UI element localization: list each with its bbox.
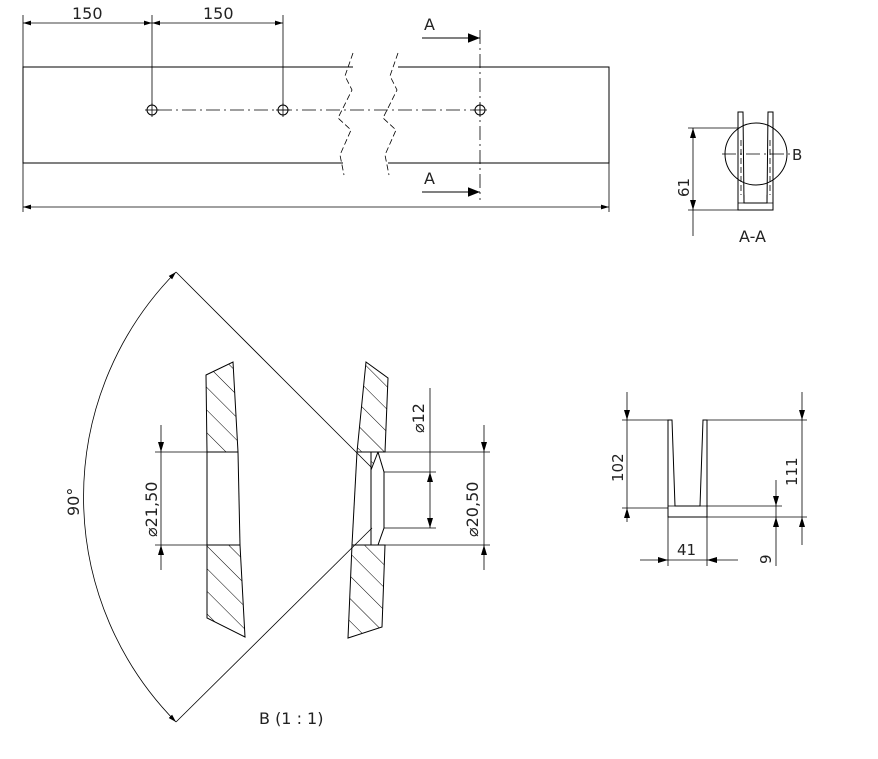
angle-arc bbox=[83, 271, 177, 723]
detail-right-lower bbox=[347, 544, 386, 639]
beam-outline-left bbox=[22, 66, 353, 164]
dim-text-small-dia: ⌀12 bbox=[409, 403, 428, 433]
detail-left-lower bbox=[206, 544, 246, 638]
detail-caption: B (1 : 1) bbox=[259, 709, 323, 728]
dim-text-first: 150 bbox=[72, 4, 103, 23]
detail-left-upper bbox=[205, 361, 239, 453]
dim-text-111: 111 bbox=[783, 457, 801, 486]
break-line-right bbox=[382, 52, 399, 176]
section-view: B 61 A-A bbox=[675, 111, 802, 246]
dim-text-left-dia: ⌀21,50 bbox=[142, 482, 161, 537]
dim-text-second: 150 bbox=[203, 4, 234, 23]
section-profile bbox=[737, 111, 774, 211]
dim-text-9: 9 bbox=[757, 554, 775, 564]
section-marker-top: A bbox=[424, 15, 435, 34]
beam-outline-right bbox=[388, 66, 610, 164]
detail-marker-b: B bbox=[792, 146, 802, 164]
hole-1 bbox=[145, 103, 159, 117]
dim-text-right-dia: ⌀20,50 bbox=[463, 482, 482, 537]
detail-view: 90° ⌀21,50 ⌀12 ⌀20,50 B (1 : 1) bbox=[64, 271, 490, 728]
profile-outline bbox=[667, 419, 708, 518]
section-caption: A-A bbox=[739, 227, 766, 246]
dim-text-41: 41 bbox=[677, 541, 696, 559]
angle-text: 90° bbox=[64, 488, 83, 516]
angle-ext-upper bbox=[175, 271, 373, 469]
hole-2 bbox=[276, 103, 290, 117]
section-marker-bottom: A bbox=[424, 169, 435, 188]
dim-text-102: 102 bbox=[609, 453, 627, 482]
profile-view: 102 111 9 41 bbox=[609, 392, 807, 566]
detail-right-upper bbox=[356, 361, 389, 471]
angle-ext-lower bbox=[175, 527, 373, 723]
top-view: A A 150 150 bbox=[22, 4, 610, 212]
dim-text-61: 61 bbox=[675, 178, 693, 197]
break-line-left bbox=[337, 52, 354, 176]
